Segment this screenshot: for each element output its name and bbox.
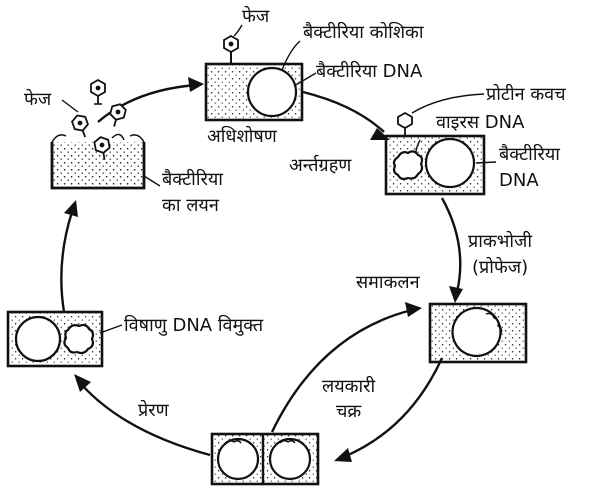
label-bacterial-dna-right-1: बैक्टीरिया [499,143,560,165]
released-viral-dna [63,323,95,355]
arrow-induction [81,384,211,457]
released-phages [71,78,127,160]
phage-icon [71,114,89,138]
arrow-ingestion-to-prophage [440,197,462,293]
label-lytic-1: लयकारी [322,375,375,397]
label-lytic-2: चक्र [336,401,362,422]
label-lysis-2: का लयन [162,195,220,216]
label-integration: समाकलन [356,272,421,293]
arrow-lysis-to-adsorption [97,83,197,123]
label-protein-coat: प्रोटीन कवच [486,83,566,105]
prophage-cell [428,302,528,364]
label-ingestion: अर्न्तग्रहण [289,154,352,176]
arrowhead-lysis [64,200,78,217]
arrow-adsorption-to-ingestion [302,90,385,133]
label-prophage-2: (प्रोफेज) [472,256,528,278]
label-lysis-1: बैक्टीरिया [162,168,223,190]
bacterial-dna-circle-2 [424,137,476,189]
arrowhead-lytic [334,448,352,462]
label-induction: प्रेरण [138,399,170,421]
host-dna-circle [14,315,62,363]
arrowhead-induction [74,374,91,392]
arrowhead-adsorption [188,77,204,92]
arrow-released-to-lysis [60,211,74,313]
label-viral-dna-released: विषाणु DNA विमुक्त [124,314,264,336]
label-phage-left: फेज [24,88,52,110]
label-prophage-1: प्राकभोजी [468,230,532,252]
label-adsorption: अधिशोषण [207,125,278,147]
daughter-dna-left [216,437,260,481]
phage-icon [93,136,111,160]
integrated-dna-circle [451,306,502,358]
phage-icon [109,103,127,127]
attached-phage-icon [223,34,239,65]
label-bacterial-cell: बैक्टीरिया कोशिका [303,21,424,43]
cycle-arrows [60,77,463,462]
label-phage-top: फेज [242,5,270,27]
bacterial-dna-circle [246,66,298,118]
daughter-dna-right [268,437,312,481]
dividing-cell [210,432,320,486]
arrowhead-prophage [449,286,463,303]
arrow-prophage-to-lytic [345,357,444,458]
dna-released-cell [6,310,104,368]
phage-icon [90,78,106,105]
empty-protein-coat [397,111,413,136]
arrow-lytic-to-integration [270,308,413,433]
arrowhead-integration [405,302,422,317]
ingestion-cell [384,111,486,196]
adsorption-cell [204,34,304,122]
label-bacterial-dna-right-2: DNA [499,170,539,191]
label-viral-dna: वाइरस DNA [436,112,525,133]
label-bacterial-dna-top: बैक्टीरिया DNA [316,60,423,82]
viral-dna-blob [392,150,424,181]
